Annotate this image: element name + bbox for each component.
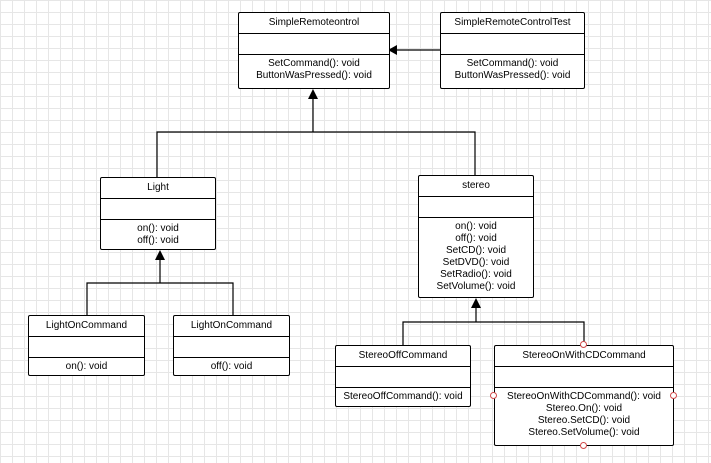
class-name: stereo [419,176,533,197]
attributes-section [29,337,144,358]
attributes-section [174,337,289,358]
methods-section: StereoOnWithCDCommand(): void Stereo.On(… [495,388,673,441]
arrowhead-remote-control [308,89,318,99]
arrowhead-stereo [471,298,481,308]
method: Stereo.On(): void [545,403,623,414]
methods-section: on(): void off(): void [101,220,215,249]
method: SetCommand(): void [268,58,360,69]
method: SetVolume(): void [436,281,516,292]
class-name: LightOnCommand [174,316,289,337]
method: off(): void [210,361,253,372]
class-name: SimpleRemoteControlTest [441,13,584,34]
method: SetCD(): void [445,245,506,256]
method: on(): void [455,221,497,232]
methods-section: SetCommand(): void ButtonWasPressed(): v… [441,55,584,84]
method: SetRadio(): void [440,269,512,280]
stereo-command-tree[interactable] [402,321,585,345]
method: on(): void [65,361,108,372]
generalization-line-light[interactable] [156,131,313,177]
method: SetCommand(): void [466,58,559,69]
selection-handle-left[interactable] [490,392,497,399]
arrowhead-light [155,250,165,260]
class-light[interactable]: Light on(): void off(): void [100,177,216,250]
method: on(): void [137,223,179,234]
class-stereo-off-command[interactable]: StereoOffCommand StereoOffCommand(): voi… [335,345,471,407]
method: ButtonWasPressed(): void [256,70,372,81]
light-command-tree[interactable] [86,282,234,315]
attributes-section [239,34,389,55]
method: StereoOffCommand(): void [343,391,463,402]
class-name: LightOnCommand [29,316,144,337]
methods-section: off(): void [174,358,289,375]
selection-handle-top[interactable] [580,341,587,348]
selection-handle-right[interactable] [670,392,677,399]
generalization-line-stereo[interactable] [313,131,476,175]
methods-section: StereoOffCommand(): void [336,388,470,405]
attributes-section [441,34,584,55]
class-stereo-on-with-cd-command[interactable]: StereoOnWithCDCommand StereoOnWithCDComm… [494,345,674,446]
attributes-section [336,367,470,388]
method: Stereo.SetVolume(): void [528,427,640,438]
class-stereo[interactable]: stereo on(): void off(): void SetCD(): v… [418,175,534,298]
class-name: Light [101,178,215,199]
class-light-on-command-2[interactable]: LightOnCommand off(): void [173,315,290,376]
attributes-section [101,199,215,220]
method: Stereo.SetCD(): void [537,415,631,426]
method: StereoOnWithCDCommand(): void [507,391,661,402]
arrowhead-association [388,45,397,55]
class-simple-remote-control-test[interactable]: SimpleRemoteControlTest SetCommand(): vo… [440,12,585,89]
class-name: StereoOnWithCDCommand [495,346,673,367]
attributes-section [419,197,533,218]
method: off(): void [137,235,179,246]
class-name: SimpleRemoteontrol [239,13,389,34]
class-simple-remote-control[interactable]: SimpleRemoteontrol SetCommand(): void Bu… [238,12,390,89]
methods-section: on(): void [29,358,144,375]
class-name: StereoOffCommand [336,346,470,367]
method: off(): void [455,233,497,244]
methods-section: on(): void off(): void SetCD(): void Set… [419,218,533,295]
selection-handle-bottom[interactable] [580,442,587,449]
methods-section: SetCommand(): void ButtonWasPressed(): v… [239,55,389,84]
method: ButtonWasPressed(): void [454,70,571,81]
attributes-section [495,367,673,388]
class-light-on-command-1[interactable]: LightOnCommand on(): void [28,315,145,376]
method: SetDVD(): void [442,257,510,268]
